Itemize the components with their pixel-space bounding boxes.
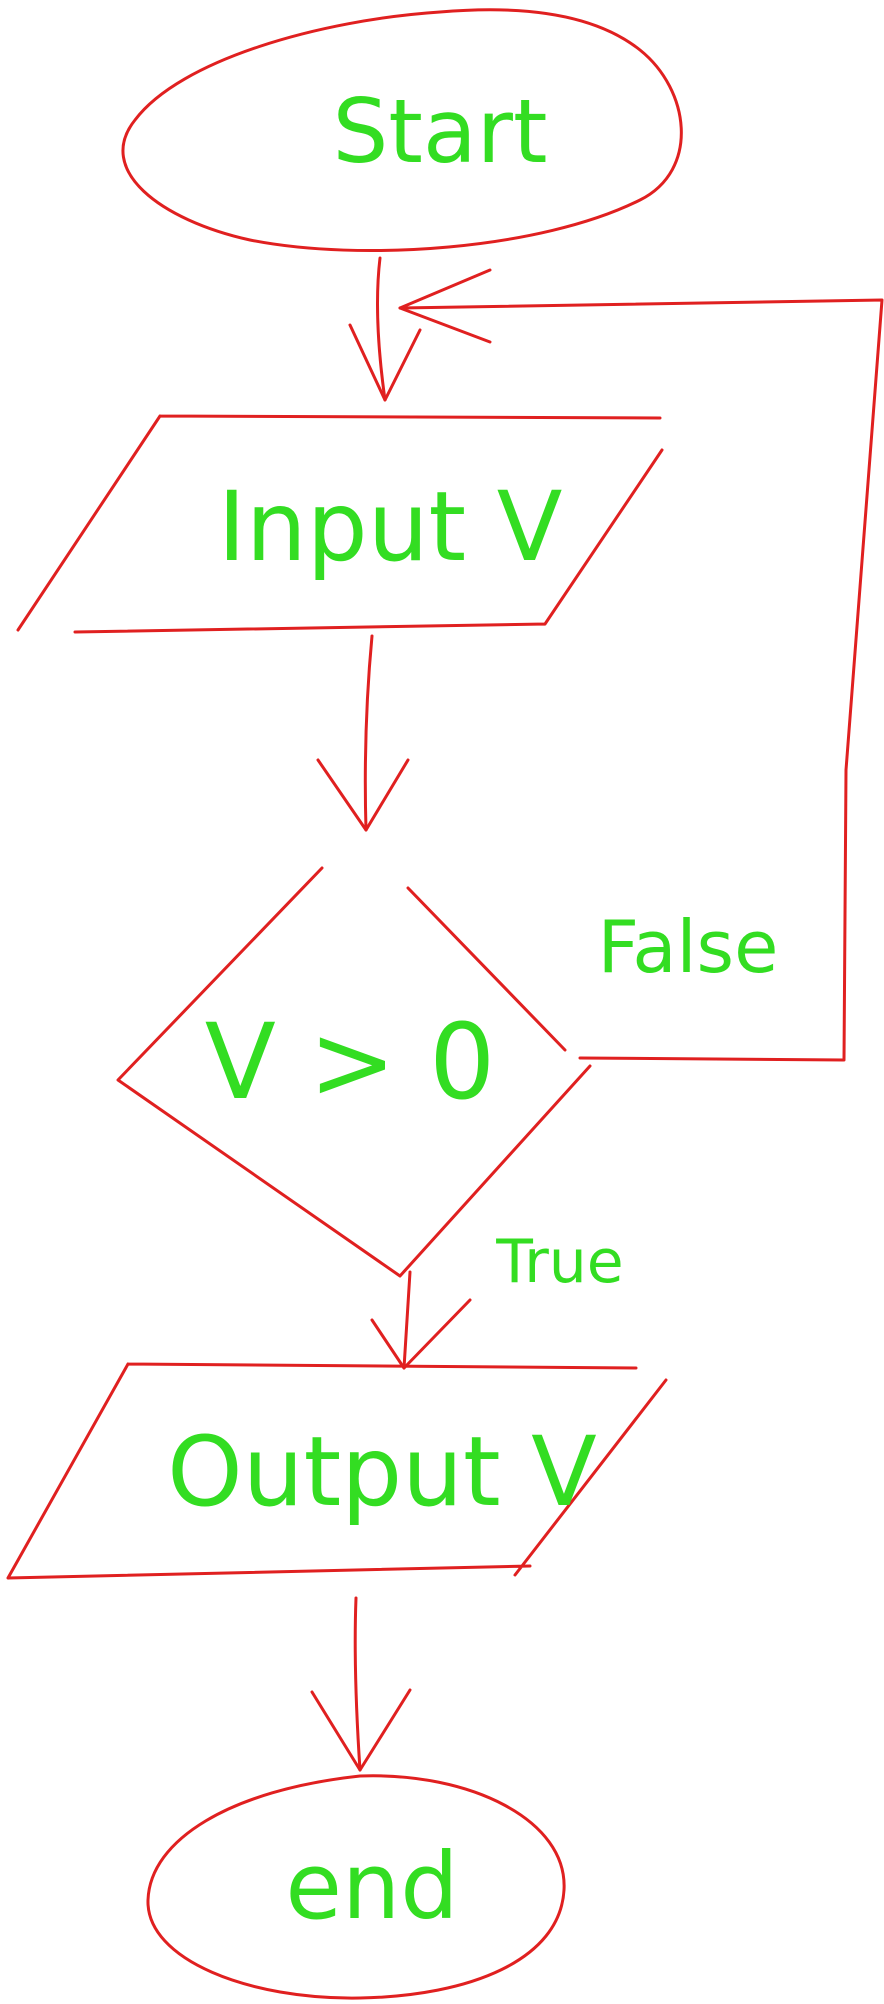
output-label: Output V [167,1416,597,1528]
input-label: Input V [218,471,563,583]
arrow-input-to-decision [316,634,410,832]
end-node: end [146,1774,566,2000]
arrow-start-to-input [348,256,422,402]
output-parallelogram [6,1362,668,1580]
input-node: Input V [16,414,664,634]
decision-diamond [116,866,592,1278]
start-label: Start [333,80,548,183]
end-label: end [285,1833,458,1940]
false-loop-edge: False [398,268,884,1062]
start-node: Start [121,8,683,253]
start-ellipse [121,8,683,253]
true-edge: True [370,1227,624,1370]
output-node: Output V [6,1362,668,1580]
input-parallelogram [16,414,664,634]
false-label: False [598,905,779,989]
decision-node: V > 0 [116,866,592,1278]
true-label: True [495,1227,623,1297]
arrow-output-to-end [310,1596,412,1772]
decision-label: V > 0 [205,1001,496,1123]
end-ellipse [146,1774,566,2000]
